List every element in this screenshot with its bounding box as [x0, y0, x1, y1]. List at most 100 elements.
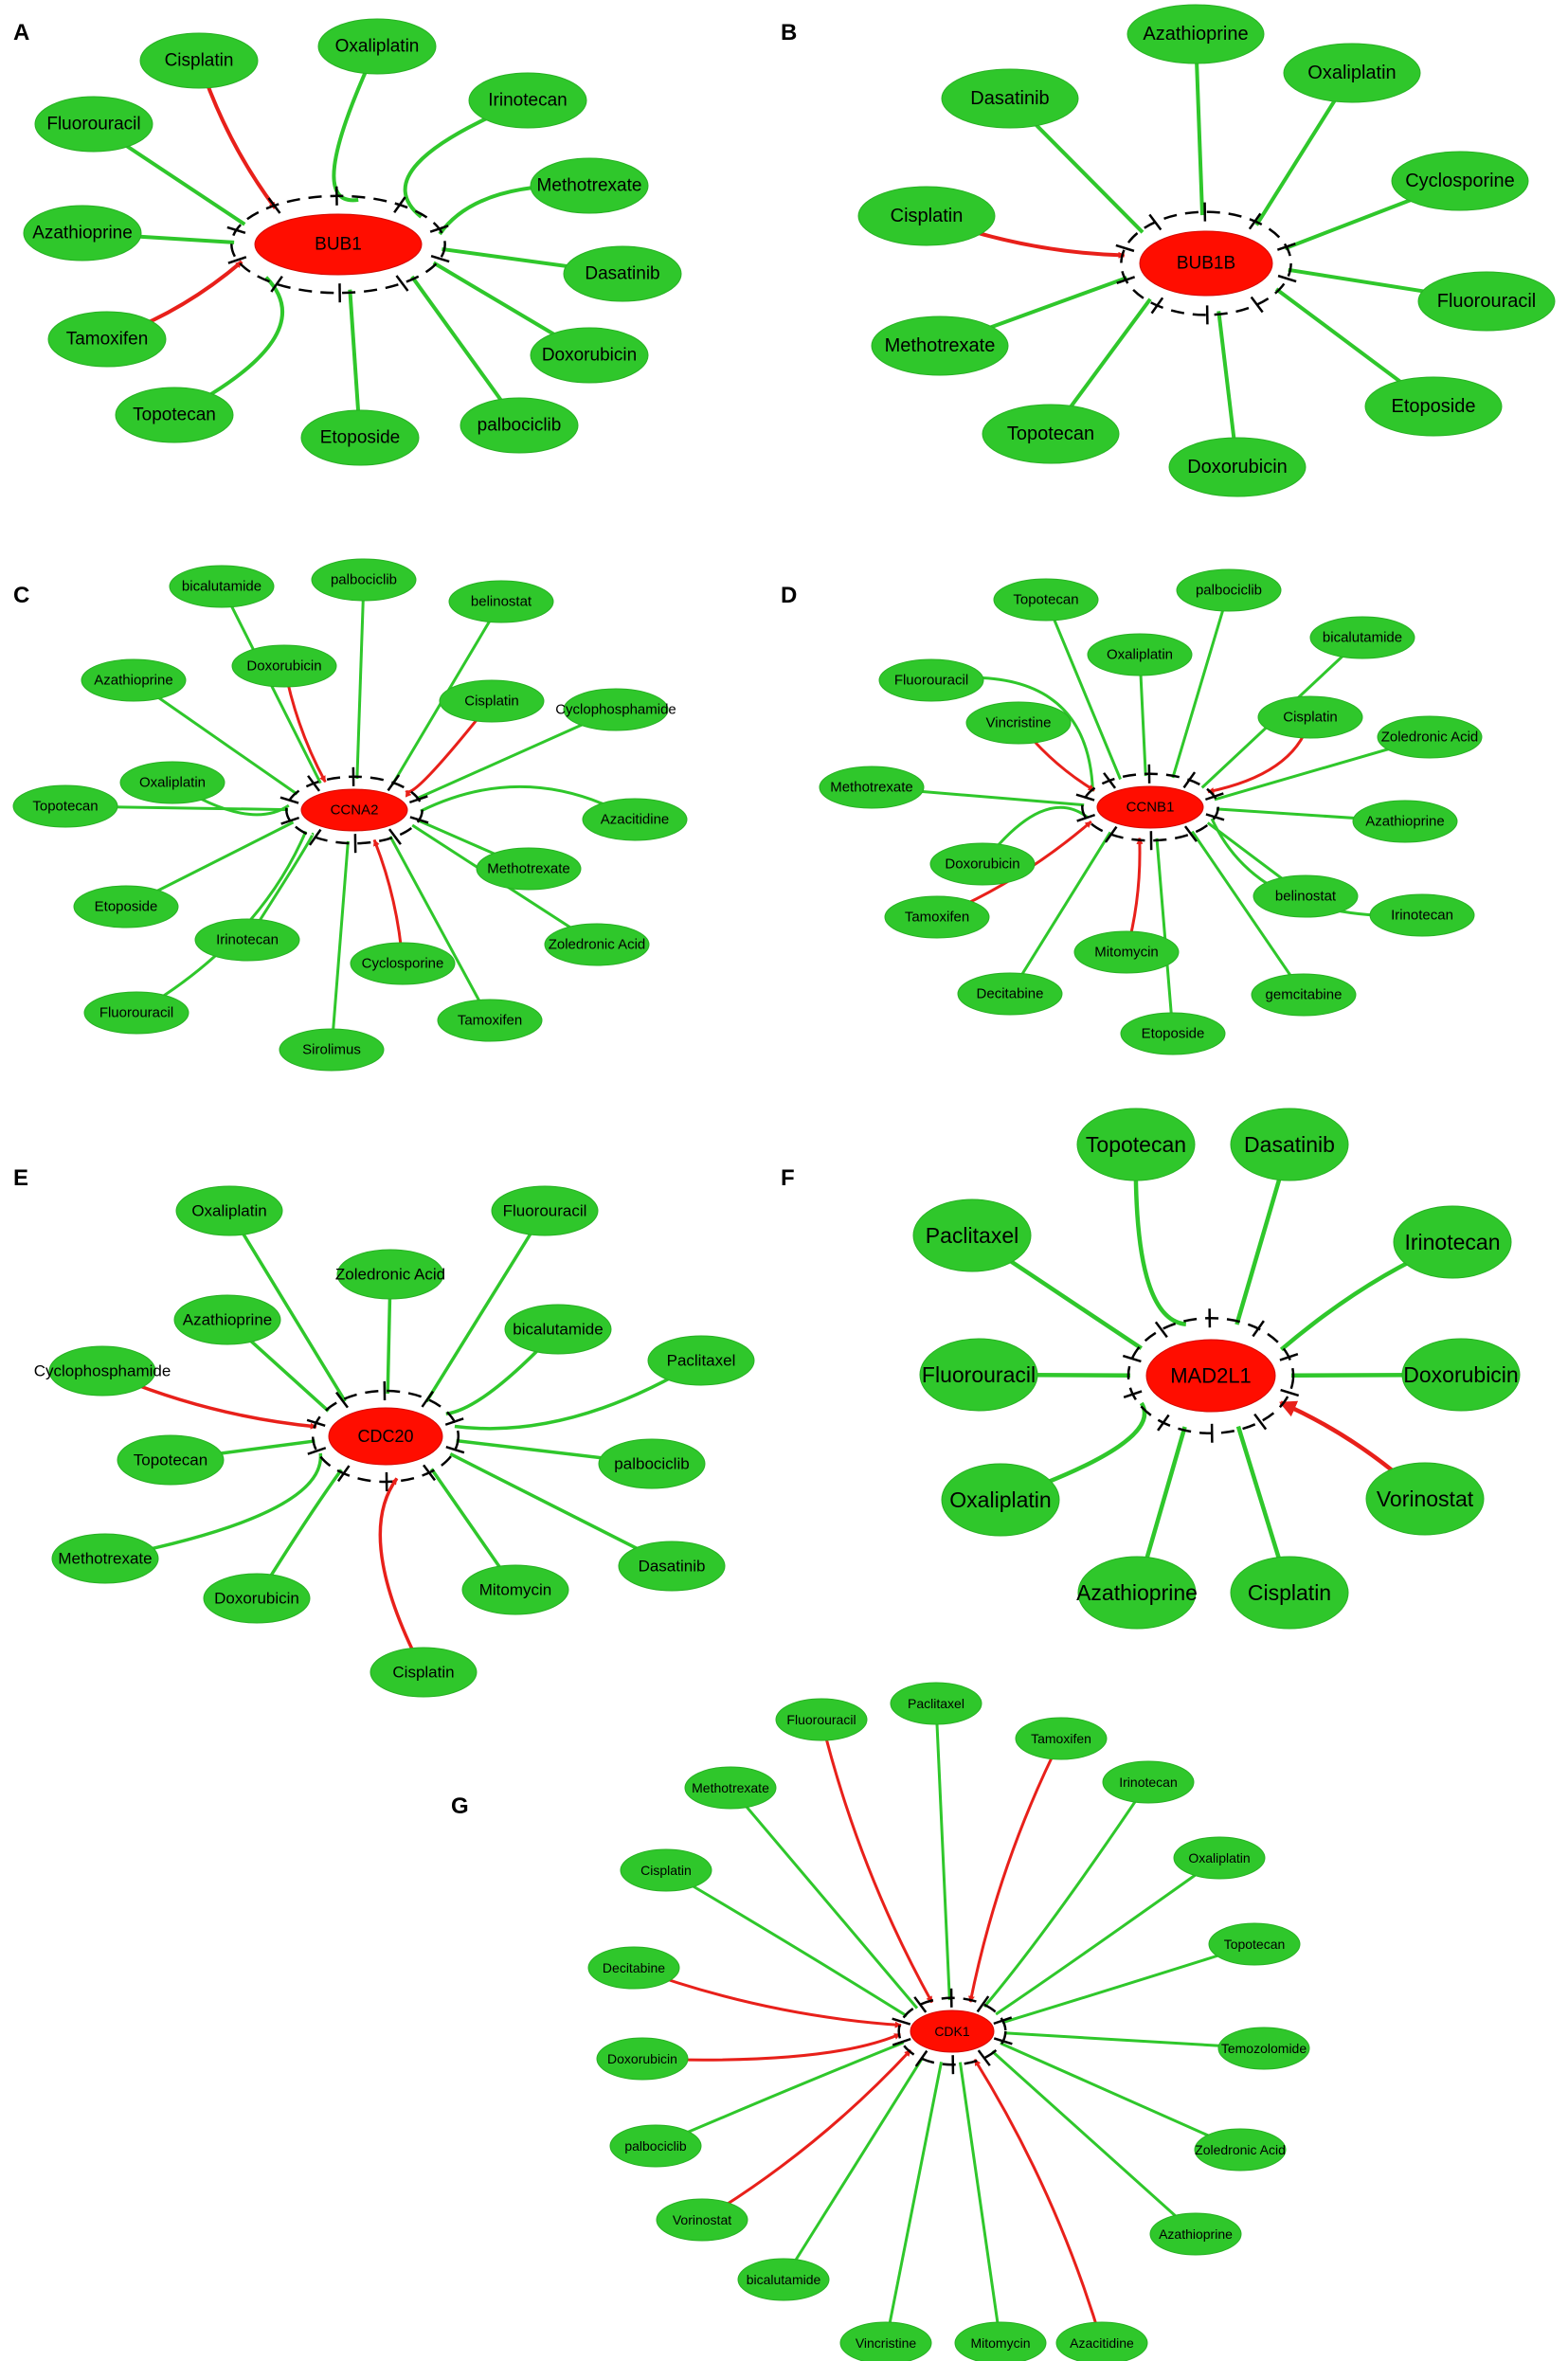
- panel-g-drug-node-fluorouracil[interactable]: Fluorouracil: [775, 1698, 868, 1741]
- panel-a-drug-node-methotrexate[interactable]: Methotrexate: [530, 157, 649, 214]
- panel-d-drug-node-cisplatin[interactable]: Cisplatin: [1257, 695, 1363, 739]
- panel-a-drug-node-etoposide[interactable]: Etoposide: [300, 409, 420, 466]
- panel-c-drug-node-fluorouracil[interactable]: Fluorouracil: [83, 991, 189, 1035]
- panel-e-drug-node-zoledronic-acid[interactable]: Zoledronic Acid: [335, 1249, 445, 1300]
- panel-b-drug-node-cisplatin[interactable]: Cisplatin: [857, 186, 996, 246]
- panel-b-hub-node-bub1b[interactable]: BUB1B: [1139, 230, 1273, 297]
- panel-d-drug-node-topotecan[interactable]: Topotecan: [993, 578, 1099, 622]
- panel-c-drug-node-palbociclib[interactable]: palbociclib: [311, 558, 417, 602]
- panel-g-drug-node-tamoxifen[interactable]: Tamoxifen: [1015, 1717, 1108, 1760]
- panel-a-drug-node-tamoxifen[interactable]: Tamoxifen: [47, 311, 167, 368]
- panel-e-drug-node-palbociclib[interactable]: palbociclib: [598, 1438, 706, 1489]
- panel-g-drug-node-azathioprine[interactable]: Azathioprine: [1149, 2212, 1242, 2256]
- panel-f-drug-node-cisplatin[interactable]: Cisplatin: [1230, 1556, 1349, 1630]
- panel-a-drug-node-azathioprine[interactable]: Azathioprine: [23, 205, 142, 261]
- panel-g-drug-node-mitomycin[interactable]: Mitomycin: [954, 2321, 1047, 2361]
- panel-c-hub-node-ccna2[interactable]: CCNA2: [300, 788, 408, 832]
- panel-f-hub-node-mad2l1[interactable]: MAD2L1: [1145, 1339, 1276, 1413]
- panel-g-drug-node-oxaliplatin[interactable]: Oxaliplatin: [1173, 1836, 1266, 1880]
- panel-d-drug-node-azathioprine[interactable]: Azathioprine: [1352, 800, 1458, 843]
- panel-e-drug-node-mitomycin[interactable]: Mitomycin: [461, 1564, 569, 1615]
- panel-a-drug-node-palbociclib[interactable]: palbociclib: [460, 397, 579, 454]
- panel-c-drug-node-azacitidine[interactable]: Azacitidine: [582, 798, 688, 841]
- panel-b-drug-node-azathioprine[interactable]: Azathioprine: [1126, 4, 1265, 64]
- panel-g-drug-node-irinotecan[interactable]: Irinotecan: [1102, 1760, 1195, 1804]
- panel-d-drug-node-zoledronic-acid[interactable]: Zoledronic Acid: [1377, 715, 1483, 759]
- panel-f-drug-node-fluorouracil[interactable]: Fluorouracil: [919, 1338, 1038, 1412]
- panel-e-drug-node-fluorouracil[interactable]: Fluorouracil: [491, 1185, 599, 1236]
- panel-c-drug-node-cisplatin[interactable]: Cisplatin: [439, 679, 545, 723]
- panel-a-drug-node-irinotecan[interactable]: Irinotecan: [468, 72, 587, 129]
- panel-e-drug-node-methotrexate[interactable]: Methotrexate: [51, 1533, 159, 1584]
- panel-b-drug-node-dasatinib[interactable]: Dasatinib: [941, 68, 1079, 129]
- panel-d-drug-node-palbociclib[interactable]: palbociclib: [1176, 568, 1282, 612]
- panel-e-drug-node-azathioprine[interactable]: Azathioprine: [173, 1294, 281, 1345]
- panel-a-drug-node-fluorouracil[interactable]: Fluorouracil: [34, 96, 153, 153]
- panel-b-drug-node-cyclosporine[interactable]: Cyclosporine: [1391, 151, 1529, 211]
- panel-c-drug-node-topotecan[interactable]: Topotecan: [12, 784, 118, 828]
- panel-b-drug-node-etoposide[interactable]: Etoposide: [1364, 376, 1503, 437]
- panel-g-drug-node-paclitaxel[interactable]: Paclitaxel: [890, 1682, 982, 1725]
- panel-d-drug-node-belinostat[interactable]: belinostat: [1253, 874, 1359, 918]
- panel-d-drug-node-etoposide[interactable]: Etoposide: [1120, 1012, 1226, 1055]
- panel-b-drug-node-fluorouracil[interactable]: Fluorouracil: [1417, 271, 1556, 332]
- panel-c-drug-node-cyclosporine[interactable]: Cyclosporine: [350, 942, 456, 985]
- panel-g-drug-node-temozolomide[interactable]: Temozolomide: [1217, 2027, 1310, 2070]
- panel-g-drug-node-palbociclib[interactable]: palbociclib: [609, 2124, 702, 2168]
- panel-c-drug-node-tamoxifen[interactable]: Tamoxifen: [437, 999, 543, 1042]
- panel-e-drug-node-cisplatin[interactable]: Cisplatin: [369, 1647, 478, 1698]
- panel-g-drug-node-methotrexate[interactable]: Methotrexate: [684, 1766, 777, 1810]
- panel-b-drug-node-topotecan[interactable]: Topotecan: [982, 404, 1120, 464]
- panel-b-drug-node-doxorubicin[interactable]: Doxorubicin: [1168, 437, 1307, 497]
- panel-g-drug-node-vincristine[interactable]: Vincristine: [839, 2321, 932, 2361]
- panel-f-drug-node-irinotecan[interactable]: Irinotecan: [1393, 1205, 1512, 1279]
- panel-b-drug-node-methotrexate[interactable]: Methotrexate: [871, 315, 1009, 376]
- panel-c-drug-node-sirolimus[interactable]: Sirolimus: [279, 1028, 385, 1072]
- panel-d-drug-node-bicalutamide[interactable]: bicalutamide: [1309, 616, 1415, 659]
- panel-a-drug-node-doxorubicin[interactable]: Doxorubicin: [530, 327, 649, 384]
- panel-c-drug-node-cyclophosphamide[interactable]: Cyclophosphamide: [555, 688, 676, 731]
- panel-e-drug-node-topotecan[interactable]: Topotecan: [117, 1434, 225, 1486]
- panel-f-drug-node-topotecan[interactable]: Topotecan: [1076, 1108, 1196, 1181]
- panel-e-drug-node-cyclophosphamide[interactable]: Cyclophosphamide: [34, 1345, 171, 1397]
- panel-g-drug-node-bicalutamide[interactable]: bicalutamide: [737, 2258, 830, 2301]
- panel-d-hub-node-ccnb1[interactable]: CCNB1: [1096, 785, 1204, 829]
- panel-g-drug-node-vorinostat[interactable]: Vorinostat: [656, 2198, 748, 2242]
- panel-f-drug-node-azathioprine[interactable]: Azathioprine: [1076, 1556, 1198, 1630]
- panel-g-drug-node-doxorubicin[interactable]: Doxorubicin: [596, 2037, 689, 2081]
- panel-d-drug-node-oxaliplatin[interactable]: Oxaliplatin: [1087, 633, 1193, 676]
- panel-d-drug-node-fluorouracil[interactable]: Fluorouracil: [878, 658, 984, 702]
- panel-d-drug-node-mitomycin[interactable]: Mitomycin: [1073, 930, 1180, 974]
- panel-c-drug-node-zoledronic-acid[interactable]: Zoledronic Acid: [544, 923, 650, 966]
- panel-d-drug-node-gemcitabine[interactable]: gemcitabine: [1251, 973, 1357, 1017]
- panel-d-drug-node-tamoxifen[interactable]: Tamoxifen: [884, 895, 990, 939]
- panel-f-drug-node-oxaliplatin[interactable]: Oxaliplatin: [941, 1463, 1060, 1537]
- panel-d-drug-node-doxorubicin[interactable]: Doxorubicin: [929, 842, 1036, 886]
- panel-d-drug-node-vincristine[interactable]: Vincristine: [965, 701, 1072, 745]
- panel-d-drug-node-irinotecan[interactable]: Irinotecan: [1369, 893, 1475, 937]
- panel-c-drug-node-doxorubicin[interactable]: Doxorubicin: [231, 644, 337, 688]
- panel-c-drug-node-methotrexate[interactable]: Methotrexate: [476, 847, 582, 891]
- panel-e-drug-node-paclitaxel[interactable]: Paclitaxel: [647, 1335, 755, 1386]
- panel-f-drug-node-vorinostat[interactable]: Vorinostat: [1365, 1462, 1485, 1536]
- panel-e-drug-node-doxorubicin[interactable]: Doxorubicin: [203, 1573, 311, 1624]
- panel-a-drug-node-topotecan[interactable]: Topotecan: [115, 387, 234, 443]
- panel-c-drug-node-irinotecan[interactable]: Irinotecan: [194, 918, 300, 962]
- panel-g-drug-node-azacitidine[interactable]: Azacitidine: [1055, 2321, 1148, 2361]
- panel-d-drug-node-methotrexate[interactable]: Methotrexate: [819, 766, 925, 809]
- panel-c-drug-node-azathioprine[interactable]: Azathioprine: [81, 658, 187, 702]
- panel-e-drug-node-dasatinib[interactable]: Dasatinib: [618, 1541, 726, 1592]
- panel-c-drug-node-oxaliplatin[interactable]: Oxaliplatin: [119, 761, 225, 804]
- panel-e-drug-node-bicalutamide[interactable]: bicalutamide: [504, 1304, 612, 1355]
- panel-d-drug-node-decitabine[interactable]: Decitabine: [957, 972, 1063, 1016]
- panel-g-hub-node-cdk1[interactable]: CDK1: [910, 2010, 995, 2053]
- panel-e-hub-node-cdc20[interactable]: CDC20: [328, 1407, 443, 1466]
- panel-f-drug-node-doxorubicin[interactable]: Doxorubicin: [1401, 1338, 1521, 1412]
- panel-a-drug-node-oxaliplatin[interactable]: Oxaliplatin: [317, 18, 437, 75]
- panel-f-drug-node-dasatinib[interactable]: Dasatinib: [1230, 1108, 1349, 1181]
- panel-a-drug-node-cisplatin[interactable]: Cisplatin: [139, 32, 259, 89]
- panel-c-drug-node-etoposide[interactable]: Etoposide: [73, 885, 179, 928]
- panel-g-drug-node-topotecan[interactable]: Topotecan: [1208, 1922, 1301, 1966]
- panel-c-drug-node-belinostat[interactable]: belinostat: [448, 580, 554, 623]
- panel-a-hub-node-bub1[interactable]: BUB1: [254, 213, 423, 276]
